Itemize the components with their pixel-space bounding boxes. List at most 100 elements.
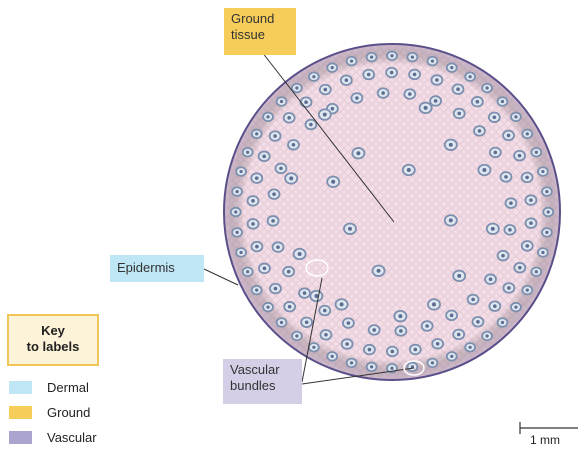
- key-title-line1: Key: [9, 323, 97, 339]
- vascular-bundle: [259, 152, 270, 162]
- vascular-bundle: [503, 283, 514, 293]
- vascular-bundle: [531, 267, 541, 276]
- vascular-bundle: [431, 75, 442, 85]
- vascular-bundle: [301, 97, 312, 107]
- vascular-bundle: [514, 263, 525, 273]
- scale-bar-label: 1 mm: [530, 433, 560, 447]
- vascular-bundle: [407, 363, 417, 372]
- vascular-bundle: [284, 113, 295, 123]
- vascular-bundle: [367, 53, 377, 62]
- vascular-bundle: [472, 317, 483, 327]
- vascular-bundle: [394, 311, 406, 322]
- vascular-bundle: [347, 359, 357, 368]
- vascular-bundle: [309, 343, 319, 352]
- vascular-bundle: [342, 339, 353, 349]
- vascular-bundle: [277, 97, 287, 106]
- vascular-bundle: [447, 352, 457, 361]
- vascular-bundle: [327, 63, 337, 72]
- vascular-bundle: [299, 288, 310, 298]
- vascular-bundle: [478, 165, 490, 176]
- vascular-bundle: [270, 131, 281, 141]
- epidermis-leader: [204, 269, 238, 285]
- key-label-ground: Ground: [47, 405, 90, 420]
- vascular-bundle: [248, 196, 259, 206]
- vascular-bundle: [531, 148, 541, 157]
- vascular-bundle: [236, 248, 246, 257]
- vascular-bundle: [538, 167, 548, 176]
- vascular-bundle: [522, 241, 533, 251]
- vascular-bundle: [344, 224, 356, 235]
- vascular-bundle: [407, 53, 417, 62]
- vascular-bundle: [320, 330, 331, 340]
- vascular-bundle: [373, 266, 385, 277]
- vascular-bundle: [252, 130, 262, 139]
- epidermis-label: Epidermis: [110, 255, 204, 282]
- vascular-bundle: [309, 72, 319, 81]
- vascular-bundle: [453, 84, 464, 94]
- vascular-bundle: [427, 57, 437, 66]
- key-swatch-ground: [9, 406, 32, 419]
- vascular-bundle: [525, 195, 536, 205]
- cortex-shading: [224, 44, 560, 380]
- key-swatch-vascular: [9, 431, 32, 444]
- vascular-bundle: [269, 189, 280, 199]
- vascular-bundle: [542, 187, 552, 196]
- vascular-bundle: [482, 84, 492, 93]
- vascular-bundle: [284, 302, 295, 312]
- vascular-bundle: [251, 242, 262, 252]
- vascular-bundle: [320, 85, 331, 95]
- vascular-bundle: [404, 89, 415, 99]
- vascular-bundle: [505, 198, 516, 208]
- vascular-bundle: [387, 347, 398, 357]
- vascular-bundle: [395, 326, 406, 336]
- vascular-bundle: [283, 267, 294, 277]
- vascular-bundle: [232, 228, 242, 237]
- stem-cross-section: [224, 44, 560, 380]
- vascular-bundle: [422, 321, 433, 331]
- vascular-bundle: [511, 113, 521, 122]
- vascular-bundle: [445, 215, 457, 226]
- vascular-bundle: [403, 165, 415, 176]
- vascular-bundle: [369, 325, 380, 335]
- vascular-bundle: [542, 228, 552, 237]
- vascular-bundle: [489, 301, 500, 311]
- vascular-bundle: [251, 173, 262, 183]
- vascular-bundle: [243, 267, 253, 276]
- vascular-bundle: [409, 70, 420, 80]
- vascular-bundle: [343, 318, 354, 328]
- vascular-bundle: [447, 63, 457, 72]
- vascular-bundle: [430, 96, 441, 106]
- vascular-bundle: [327, 176, 339, 187]
- vascular-bundle: [270, 284, 281, 294]
- vascular-bundle: [465, 72, 475, 81]
- ground-tissue-label-line1: Ground: [231, 11, 289, 27]
- vascular-bundle: [252, 286, 262, 295]
- vascular-bundle: [420, 103, 432, 114]
- vascular-bundle: [292, 84, 302, 93]
- vascular-bundle: [472, 97, 483, 107]
- vascular-bundle: [347, 57, 357, 66]
- vascular-bundle: [294, 249, 306, 260]
- vascular-bundle: [482, 332, 492, 341]
- key-title-box: Key to labels: [7, 314, 99, 366]
- vascular-bundle: [288, 140, 299, 150]
- vascular-bundle: [498, 251, 509, 261]
- vascular-bundle: [487, 224, 499, 235]
- vascular-bundle: [454, 109, 465, 119]
- vascular-bundle: [498, 97, 508, 106]
- vascular-bundle: [525, 218, 536, 228]
- vascular-bundle: [485, 274, 496, 284]
- ground-tissue-label: Ground tissue: [224, 8, 296, 55]
- vascular-bundle: [336, 299, 348, 310]
- vascular-bundle: [341, 75, 352, 85]
- vascular-bundle: [522, 130, 532, 139]
- vascular-bundle: [522, 286, 532, 295]
- vascular-bundle: [432, 339, 443, 349]
- vascular-bundle: [319, 306, 330, 316]
- vascular-bundle: [504, 225, 515, 235]
- vascular-bundle: [364, 345, 375, 355]
- vascular-bundle: [427, 359, 437, 368]
- vascular-bundle: [387, 51, 397, 60]
- vascular-bundle: [263, 113, 273, 122]
- vascular-label-line2: bundles: [230, 378, 295, 394]
